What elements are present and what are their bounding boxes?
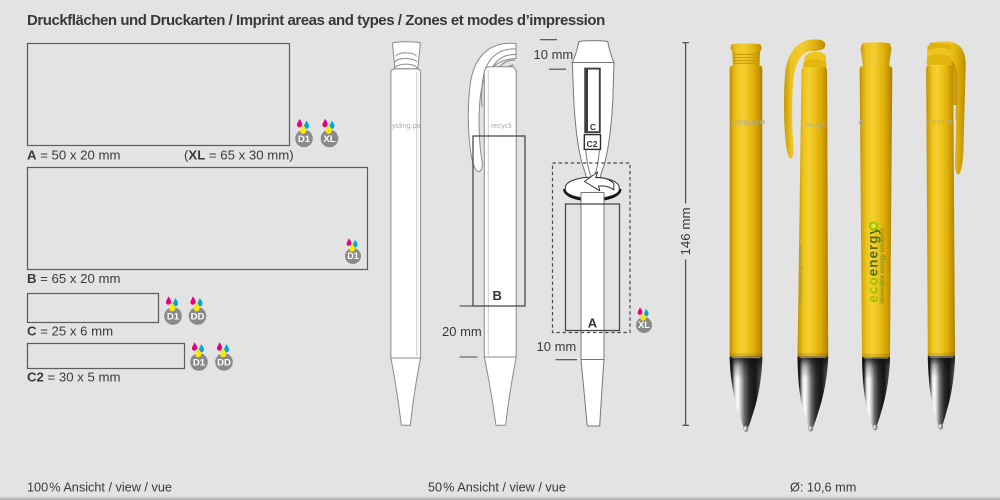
svg-text:recycli: recycli (806, 120, 827, 129)
svg-text:10 mm: 10 mm (537, 339, 577, 354)
svg-text:100 % Ansicht / view / vue: 100 % Ansicht / view / vue (27, 481, 172, 495)
svg-text:g.pen ♻: g.pen ♻ (927, 117, 953, 126)
svg-text:50 % Ansicht / view / vue: 50 % Ansicht / view / vue (428, 481, 566, 495)
svg-text:ecoenergy: ecoenergy (866, 226, 881, 303)
svg-text:♻: ♻ (858, 120, 864, 127)
svg-text:10 mm: 10 mm (534, 47, 574, 62)
svg-text:B = 65 x 20 mm: B = 65 x 20 mm (27, 271, 120, 286)
svg-text:Ø: 10,6 mm: Ø: 10,6 mm (790, 481, 856, 495)
svg-text:XL: XL (323, 134, 335, 145)
svg-text:A = 50 x 20 mm: A = 50 x 20 mm (27, 148, 120, 163)
svg-text:Druckflächen und Druckarten /: Druckflächen und Druckarten / Imprint ar… (27, 12, 605, 29)
svg-text:C = 25 x 6 mm: C = 25 x 6 mm (27, 324, 113, 339)
svg-text:renewable energy solutions: renewable energy solutions (879, 228, 886, 303)
svg-text:A: A (588, 316, 598, 331)
svg-text:D1: D1 (167, 312, 180, 323)
svg-text:XL: XL (638, 320, 650, 330)
svg-text:C2 = 30 x 5 mm: C2 = 30 x 5 mm (27, 370, 120, 385)
svg-text:D1: D1 (298, 134, 311, 145)
svg-text:C2: C2 (587, 139, 598, 149)
svg-text:renewable energy solutions: renewable energy solutions (798, 244, 804, 303)
svg-text:D1: D1 (347, 251, 359, 261)
svg-text:C: C (590, 122, 596, 132)
svg-text:DD: DD (191, 312, 205, 323)
svg-text:recycli: recycli (491, 121, 512, 130)
svg-text:DD: DD (217, 358, 231, 369)
svg-text:20 mm: 20 mm (442, 324, 482, 339)
svg-text:146 mm: 146 mm (678, 207, 693, 255)
svg-text:ycling.pe: ycling.pe (392, 121, 421, 130)
svg-text:(XL = 65 x 30 mm): (XL = 65 x 30 mm) (184, 148, 294, 163)
svg-text:B: B (493, 288, 502, 303)
svg-text:ycling.pe♻: ycling.pe♻ (731, 118, 766, 127)
svg-text:D1: D1 (193, 358, 206, 369)
